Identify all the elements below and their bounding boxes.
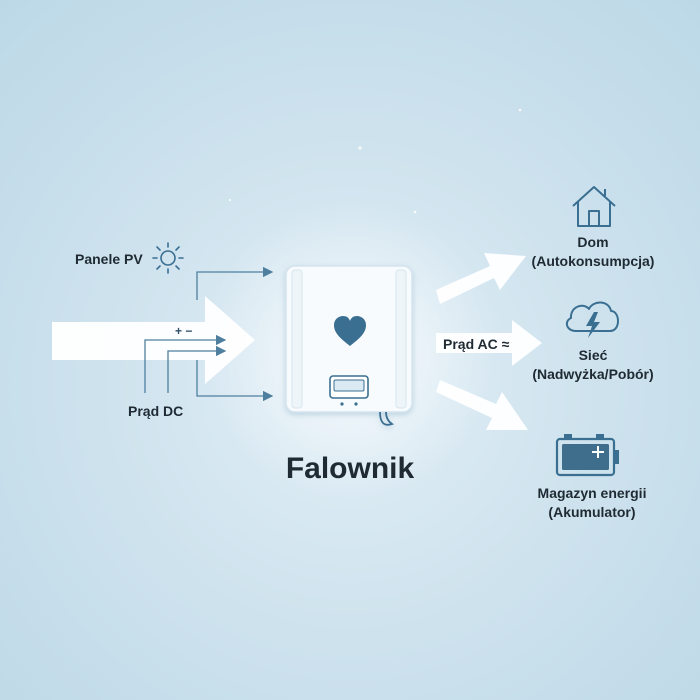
grid-label-line1: Sieć: [578, 347, 608, 363]
battery-icon: [555, 434, 619, 477]
sun-icon: [152, 242, 184, 274]
heart-icon: [334, 316, 366, 346]
home-label-line1: Dom: [577, 234, 609, 250]
grid-label: Sieć (Nadwyżka/Pobór): [532, 346, 653, 384]
sparkles: [228, 108, 522, 214]
cloud-lightning-icon: [565, 301, 619, 338]
home-label: Dom (Autokonsumpcja): [532, 233, 655, 271]
ac-current-label: Prąd AC ≈: [443, 336, 510, 352]
grid-output-arrow: [436, 320, 542, 366]
storage-label-line1: Magazyn energii: [537, 485, 647, 501]
grid-label-line2: (Nadwyżka/Pobór): [532, 366, 654, 382]
dc-current-label: Prąd DC: [128, 403, 184, 419]
dc-wires: [144, 266, 274, 402]
dc-polarity-signs: + −: [175, 324, 193, 338]
storage-output-arrow: [436, 380, 528, 430]
storage-label-line2: (Akumulator): [548, 504, 636, 520]
inverter: [285, 265, 413, 426]
home-output-arrow: [436, 253, 526, 304]
pv-panels-label: Panele PV: [75, 251, 143, 267]
storage-label: Magazyn energii (Akumulator): [538, 484, 647, 522]
home-label-line2: (Autokonsumpcja): [531, 253, 655, 269]
page-title: Falownik: [285, 452, 415, 485]
house-icon: [572, 186, 616, 227]
